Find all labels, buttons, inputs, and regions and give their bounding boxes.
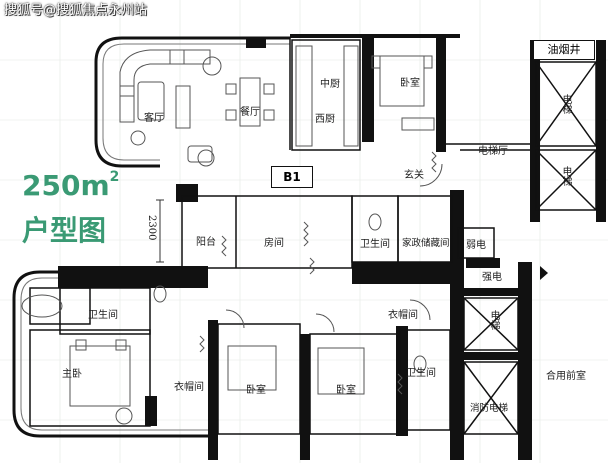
bedroom-window-line: [20, 277, 210, 431]
wall-blocks: [58, 34, 606, 460]
room-label-bedroom-2: 卧室: [246, 385, 266, 396]
room-label-balcony: 阳台: [196, 237, 216, 248]
living-curved-wall: [94, 36, 290, 168]
strong-current-arrow-icon: [540, 266, 548, 280]
room-label-closet-right: 衣帽间: [388, 310, 418, 321]
room-label-bedroom-top: 卧室: [400, 78, 420, 89]
bedroom-curved-wall: [12, 270, 210, 438]
room-label-elevator-3: 电梯: [488, 310, 499, 330]
plan-type-title: 户型图: [22, 214, 107, 247]
room-label-living: 客厅: [144, 113, 164, 124]
unit-label: B1: [271, 166, 313, 188]
room-label-storage: 家政储藏间: [402, 238, 450, 249]
room-label-closet-master: 衣帽间: [174, 382, 204, 393]
room-label-bedroom-3: 卧室: [336, 385, 356, 396]
room-label-elevator-hall: 电梯厅: [478, 146, 508, 157]
room-label-bath-master: 卫生间: [88, 310, 118, 321]
room-label-master-bedroom: 主卧: [62, 369, 82, 380]
room-label-public-corridor: 合用前室: [546, 371, 586, 382]
room-label-bath-right: 卫生间: [406, 368, 436, 379]
floor-area-value: 250m: [22, 169, 110, 202]
furniture: [21, 45, 437, 425]
floor-area: 250m2: [22, 170, 119, 200]
room-label-bath-mid: 卫生间: [360, 239, 390, 250]
room-label-elevator-1: 电梯: [560, 94, 571, 114]
living-window-line: [102, 43, 290, 161]
thin-walls: [29, 38, 597, 435]
room-label-weak-current: 弱电: [466, 240, 486, 251]
dimension-label: 2300: [146, 215, 157, 241]
floor-area-unit: 2: [109, 169, 120, 185]
dimension-mark: [156, 199, 164, 263]
room-label-fire-elevator: 消防电梯: [470, 403, 509, 414]
room-label-kitchen-west: 西厨: [315, 114, 335, 125]
exhaust-shaft-label: 油烟井: [533, 40, 595, 60]
room-label-foyer: 玄关: [404, 170, 424, 181]
room-label-room: 房间: [264, 238, 284, 249]
room-label-dining: 餐厅: [240, 107, 260, 118]
watermark: 搜狐号@搜狐焦点永州站: [4, 3, 148, 18]
room-label-kitchen-cn: 中厨: [320, 79, 340, 90]
room-label-elevator-2: 电梯: [560, 166, 571, 186]
door-swings: [225, 163, 443, 333]
room-label-strong-current: 强电: [482, 272, 502, 283]
